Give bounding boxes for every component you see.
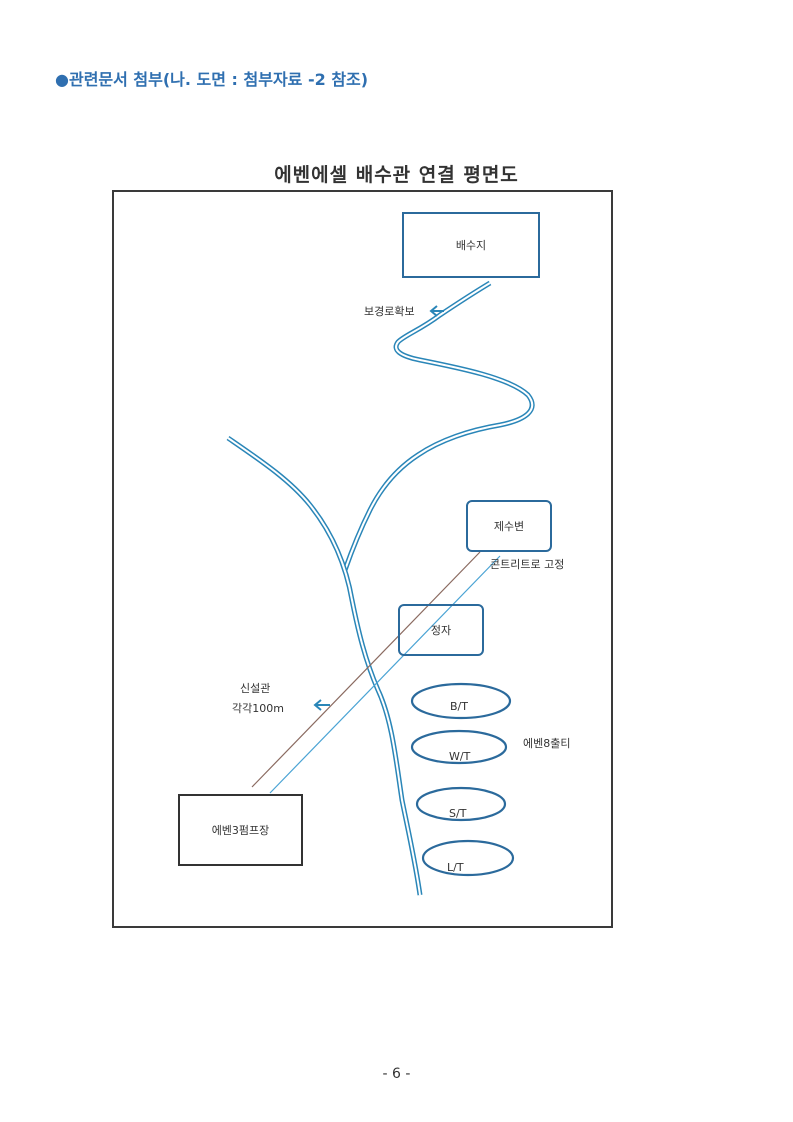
drawing-frame bbox=[112, 190, 613, 928]
new-pipe-brown bbox=[251, 551, 481, 788]
arrow-left-icon bbox=[313, 699, 330, 711]
bt-label: B/T bbox=[450, 700, 468, 713]
wt-tank bbox=[410, 729, 508, 765]
header-text: 관련문서 첨부(나. 도면 : 첨부자료 -2 참조) bbox=[68, 70, 369, 89]
page-number: - 6 - bbox=[382, 1066, 411, 1082]
new-pipe-blue bbox=[269, 555, 501, 794]
security-label: 보경로확보 bbox=[364, 305, 415, 318]
drawing-title: 에벤에셀 배수관 연결 평면도 bbox=[274, 164, 519, 186]
control-valve-box: 제수변 bbox=[466, 500, 552, 552]
st-tank bbox=[415, 786, 507, 822]
new-pipe-length: 각각100m bbox=[232, 702, 284, 715]
document-header: ●관련문서 첨부(나. 도면 : 첨부자료 -2 참조) bbox=[55, 66, 368, 90]
lt-tank bbox=[421, 839, 515, 877]
wt-label: W/T bbox=[449, 750, 471, 763]
st-label: S/T bbox=[449, 807, 467, 820]
pump-station-box: 에벤3펌프장 bbox=[178, 794, 303, 866]
ebenezer-label: 에벤8출티 bbox=[523, 737, 571, 750]
reservoir-box: 배수지 bbox=[402, 212, 540, 278]
junction-box: 정자 bbox=[398, 604, 484, 656]
arrow-left-icon bbox=[429, 305, 444, 317]
bt-tank bbox=[410, 682, 512, 720]
new-pipe-label: 신설관 bbox=[240, 682, 271, 695]
bullet-icon: ● bbox=[55, 70, 69, 89]
lt-label: L/T bbox=[447, 861, 464, 874]
concrete-label: 콘트리트로 고정 bbox=[490, 558, 565, 571]
